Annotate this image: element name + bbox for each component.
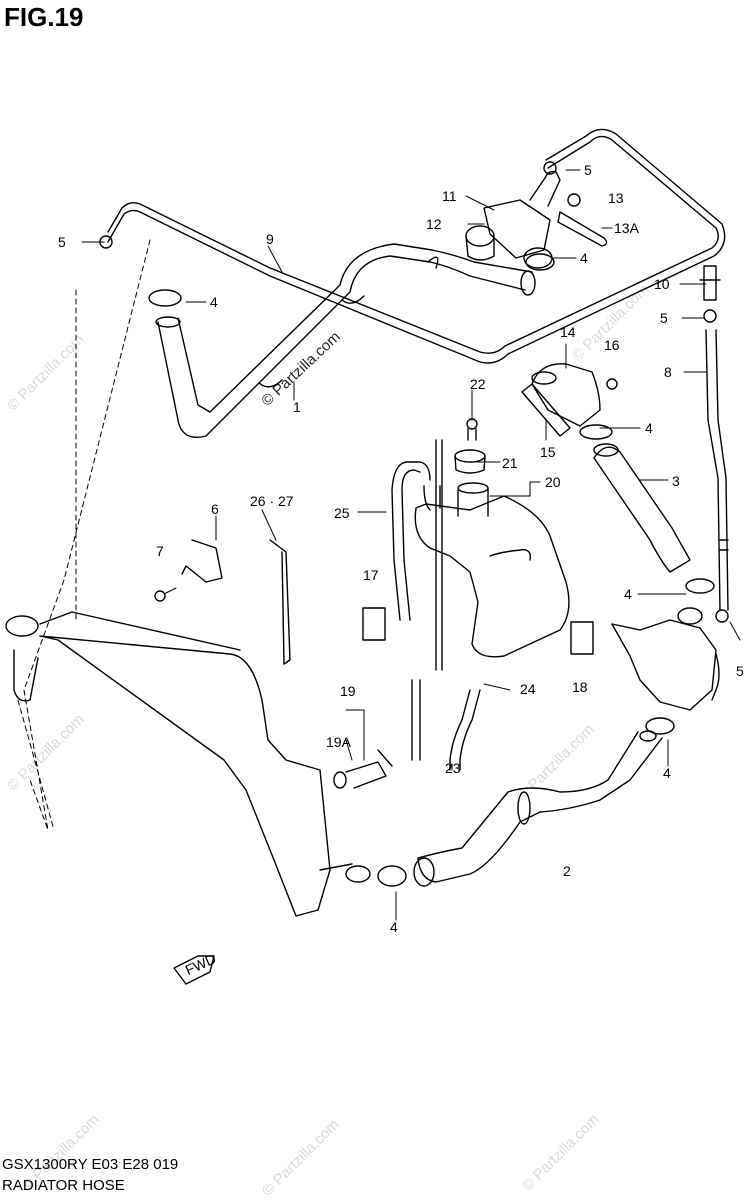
callout-13: 13 — [608, 190, 624, 206]
thermostat-housing — [465, 170, 561, 269]
callout-15: 15 — [540, 444, 556, 460]
callout-26-27: 26 · 27 — [250, 493, 294, 509]
callout-3: 3 — [672, 473, 680, 489]
model-line: GSX1300RY E03 E28 019 — [2, 1156, 179, 1173]
breather-hose-9 — [107, 128, 726, 364]
callout-5: 5 — [736, 663, 744, 679]
callout-20: 20 — [545, 474, 561, 490]
callout-23: 23 — [445, 760, 461, 776]
callout-24: 24 — [520, 681, 536, 697]
guide-lines — [17, 239, 151, 831]
fitting-10 — [699, 265, 721, 301]
callout-4: 4 — [390, 919, 398, 935]
radiator — [5, 611, 371, 917]
elbow-14 — [531, 363, 618, 427]
callout-4: 4 — [645, 420, 653, 436]
callout-12: 12 — [426, 216, 442, 232]
fwd-label: FWD — [183, 950, 219, 978]
fwd-arrow — [173, 955, 215, 985]
callout-19: 19 — [340, 683, 356, 699]
gasket-15 — [521, 383, 571, 437]
callout-labels: 1 2 3 4 4 4 4 4 4 5 5 5 5 6 7 8 9 10 11 … — [58, 162, 744, 978]
callout-4: 4 — [210, 294, 218, 310]
callout-9: 9 — [266, 231, 274, 247]
callout-2: 2 — [563, 863, 571, 879]
clip-6 — [154, 539, 223, 602]
hose-8 — [705, 329, 729, 611]
callout-1: 1 — [293, 399, 301, 415]
callout-5: 5 — [660, 310, 668, 326]
leader-lines — [81, 169, 741, 921]
callout-17: 17 — [363, 567, 379, 583]
callout-22: 22 — [470, 376, 486, 392]
labels-17-18 — [362, 607, 594, 655]
callout-4: 4 — [580, 250, 588, 266]
lower-radiator-hose-2 — [413, 730, 663, 887]
callout-25: 25 — [334, 505, 350, 521]
reservoir-tank-20 — [414, 482, 570, 658]
callout-14: 14 — [560, 324, 576, 340]
callout-8: 8 — [664, 364, 672, 380]
callout-18: 18 — [572, 679, 588, 695]
water-pump — [611, 607, 720, 711]
callout-7: 7 — [156, 543, 164, 559]
callout-5: 5 — [584, 162, 592, 178]
reservoir-cap-21 — [454, 449, 486, 474]
temp-sensor-19 — [333, 749, 393, 789]
cable-tie-26-27 — [269, 539, 291, 665]
figure-title: FIG.19 — [4, 2, 84, 32]
callout-11: 11 — [442, 188, 457, 204]
reservoir-hoses — [391, 439, 481, 771]
callout-4: 4 — [624, 586, 632, 602]
callout-10: 10 — [654, 276, 670, 292]
bolt-22 — [466, 418, 478, 441]
callout-21: 21 — [502, 455, 518, 471]
bracket-13 — [557, 193, 608, 247]
callout-4: 4 — [663, 765, 671, 781]
upper-radiator-hose-1 — [155, 243, 536, 438]
callout-19a: 19A — [326, 734, 352, 750]
coolant-hose-3 — [593, 443, 691, 573]
hose-clamps-4 — [148, 253, 715, 887]
callout-6: 6 — [211, 501, 219, 517]
callout-13a: 13A — [614, 220, 640, 236]
figure-caption: RADIATOR HOSE — [2, 1177, 125, 1194]
callout-5: 5 — [58, 234, 66, 250]
callout-16: 16 — [604, 337, 620, 353]
